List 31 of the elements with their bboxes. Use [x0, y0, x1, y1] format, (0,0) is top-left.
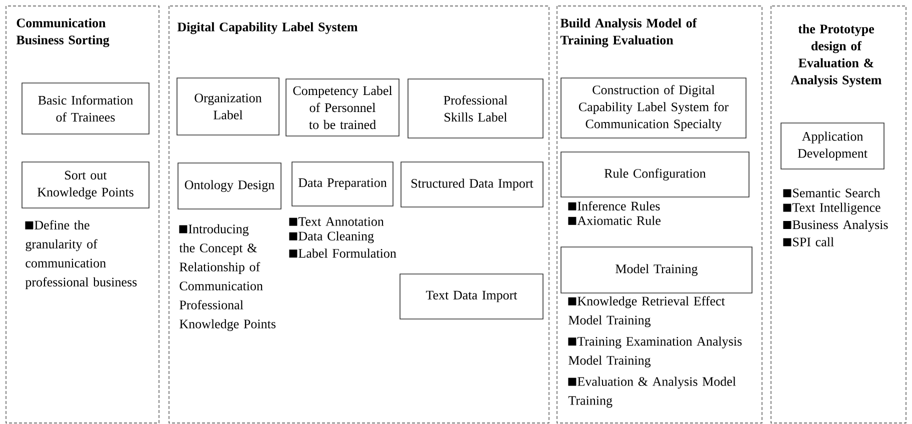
bullet-item: Knowledge Retrieval Effect Model Training — [568, 296, 725, 328]
bullet-item: Text Annotation — [289, 217, 384, 226]
process-box: Rule Configuration — [560, 152, 750, 198]
process-box: Data Preparation — [292, 162, 394, 206]
bullet-item: Axiomatic Rule — [568, 216, 661, 226]
panel-title: Communication Business Sorting — [16, 18, 110, 48]
bullet-item: Text Intelligence — [783, 202, 880, 215]
process-box: Organization Label — [176, 78, 280, 136]
process-box: Ontology Design — [178, 162, 282, 210]
panel-title: Build Analysis Model of Training Evaluation — [560, 18, 697, 48]
process-box: Application Development — [780, 122, 884, 170]
panel-title: the Prototype design of Evaluation & Analysis System — [790, 24, 882, 88]
process-box: Model Training — [560, 246, 752, 294]
bullet-item: Training Examination Analysis Model Training — [568, 336, 742, 368]
process-box: Text Data Import — [400, 274, 544, 320]
process-box: Sort out Knowledge Points — [22, 162, 150, 208]
process-box: Basic Information of Trainees — [22, 82, 150, 134]
bullet-item: Data Cleaning — [289, 231, 374, 244]
bullet-item: Inference Rules — [568, 201, 660, 210]
bullet-item: Evaluation & Analysis Model Training — [568, 376, 736, 408]
bullet-item: Introducing the Concept & Relationship of Communication Professional Knowledge Points — [179, 224, 276, 332]
process-box: Structured Data Import — [400, 162, 544, 208]
bullet-item: Semantic Search — [783, 188, 880, 198]
bullet-item: SPI call — [783, 237, 834, 246]
bullet-item: Define the granularity of communication professional business — [25, 220, 137, 290]
process-box: Professional Skills Label — [408, 78, 544, 138]
bullet-item: Business Analysis — [783, 220, 888, 232]
process-box: Construction of Digital Capability Label System for Communication Specialty — [560, 78, 746, 138]
process-box: Competency Label of Personnel to be trained — [286, 78, 400, 136]
bullet-item: Label Formulation — [289, 248, 396, 258]
panel-title: Digital Capability Label System — [177, 22, 358, 34]
